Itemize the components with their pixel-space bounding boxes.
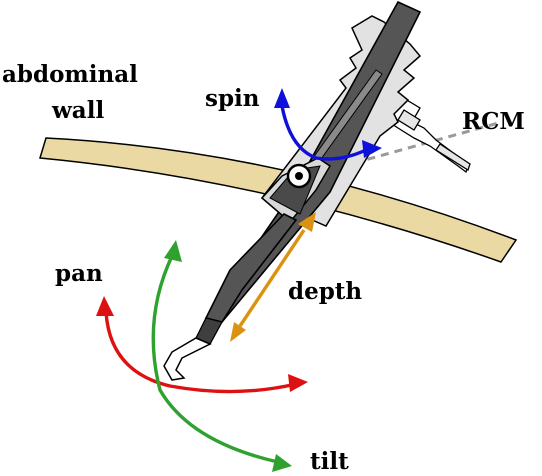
rcm-point-icon — [286, 163, 312, 189]
label-tilt: tilt — [310, 448, 349, 475]
instrument — [163, 0, 422, 381]
label-abdominal-wall-line1: abdominal — [2, 61, 138, 88]
label-abdominal-wall-line2: wall — [51, 97, 104, 124]
label-spin: spin — [205, 85, 260, 112]
label-depth: depth — [288, 278, 362, 305]
spin-arrow — [274, 88, 382, 161]
pan-arrow — [96, 296, 308, 394]
tilt-arrow — [151, 240, 292, 472]
depth-arrow — [230, 212, 316, 342]
label-pan: pan — [55, 260, 103, 287]
abdominal-wall — [39, 137, 518, 263]
label-rcm: RCM — [462, 108, 525, 135]
